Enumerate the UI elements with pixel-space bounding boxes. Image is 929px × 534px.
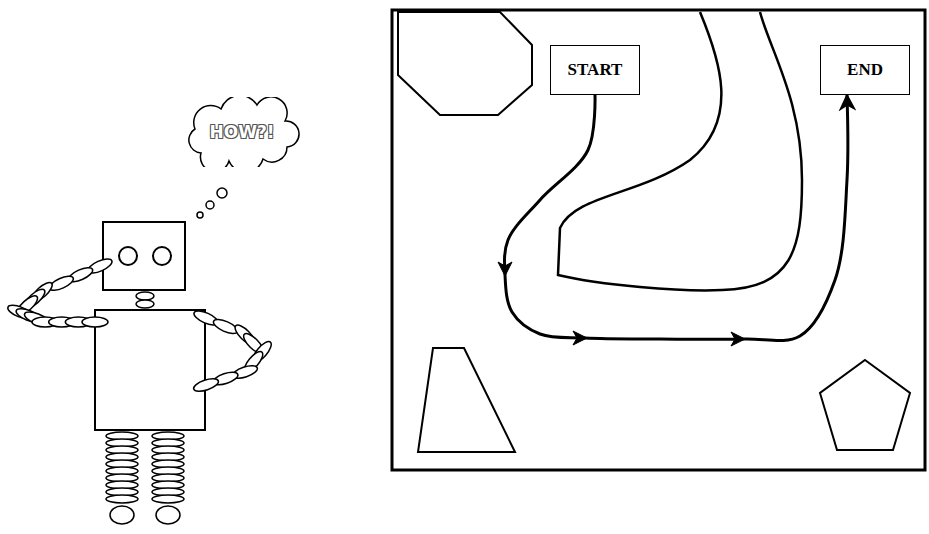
direction-arrowhead [573,331,587,345]
robot-head [103,222,185,290]
robot-neck [136,292,154,308]
robot-leg [106,432,138,524]
robot-foot [110,506,134,524]
map-frame [392,10,925,470]
robot-right-arm [192,308,274,394]
pentagon-obstacle [820,360,910,450]
node-label: END [847,60,883,80]
thought-bubble: HOW?! [183,97,301,167]
neck-segment [136,300,154,308]
end-box: END [820,45,910,95]
node-label: START [568,60,623,80]
leg-segment [106,495,138,503]
start-box: START [550,45,640,95]
robot-limbs [6,256,274,524]
thought-dot [197,212,203,218]
robot-leg [152,432,184,524]
neck-segment [136,292,154,300]
robot-left-arm [6,256,114,328]
robot-foot [156,506,180,524]
leg-segment [152,495,184,503]
direction-arrowhead [731,332,745,346]
direction-arrowhead [498,262,512,276]
octagon-obstacle [398,12,532,115]
robot-eye [119,247,137,265]
path-connector [498,95,848,346]
robot-body [95,310,205,430]
node-label: HOW?! [209,122,274,142]
limb-segment [82,317,108,327]
thought-dot [206,201,214,209]
path-arrow [504,95,847,341]
thought-dot [217,188,227,198]
robot-eye [153,247,171,265]
trapezoid-obstacle [418,348,515,452]
limb-segment [192,376,220,394]
